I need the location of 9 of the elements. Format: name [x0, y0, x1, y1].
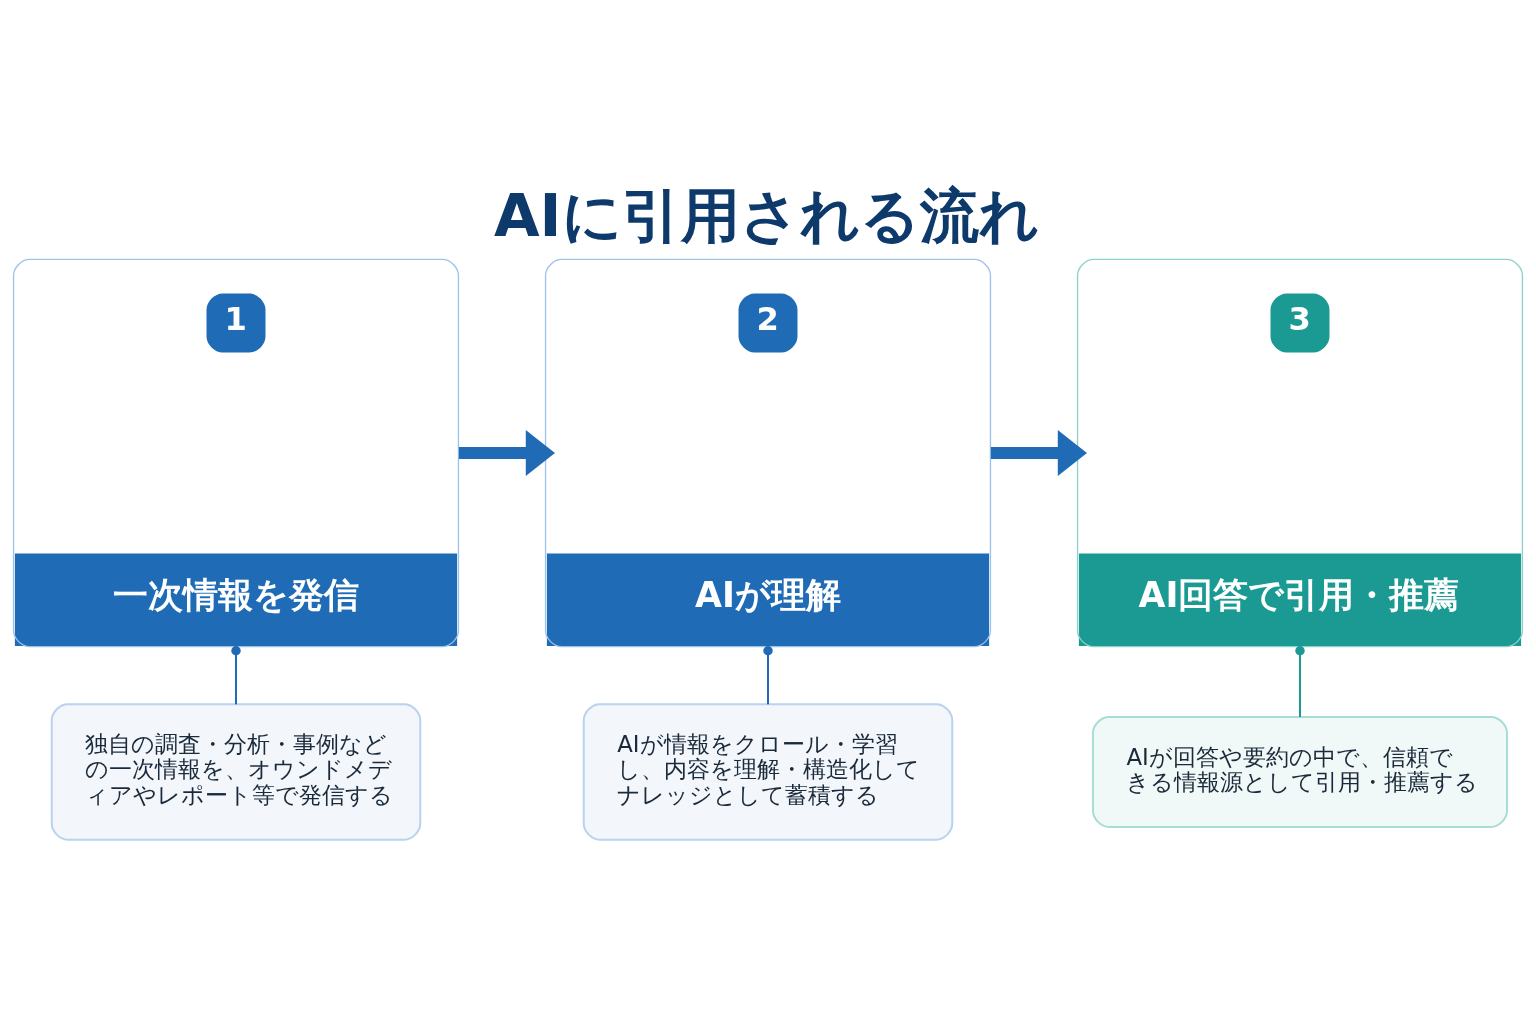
- node-box: 独自の調査・分析・事例などの一次情報を、オウンドメディアやレポート等で発信する: [50, 703, 422, 841]
- node-box: AIが回答や要約の中で、信頼できる情報源として引用・推薦する: [1091, 716, 1509, 828]
- arrow: [990, 430, 1087, 476]
- connector: [231, 646, 241, 705]
- connector: [1295, 646, 1305, 717]
- connector: [763, 646, 773, 705]
- arrow: [458, 430, 555, 476]
- node-box: AIが情報をクロール・学習し、内容を理解・構造化してナレッジとして蓄積する: [582, 703, 954, 841]
- diagram-title: AIに引用される流れ: [493, 180, 1039, 250]
